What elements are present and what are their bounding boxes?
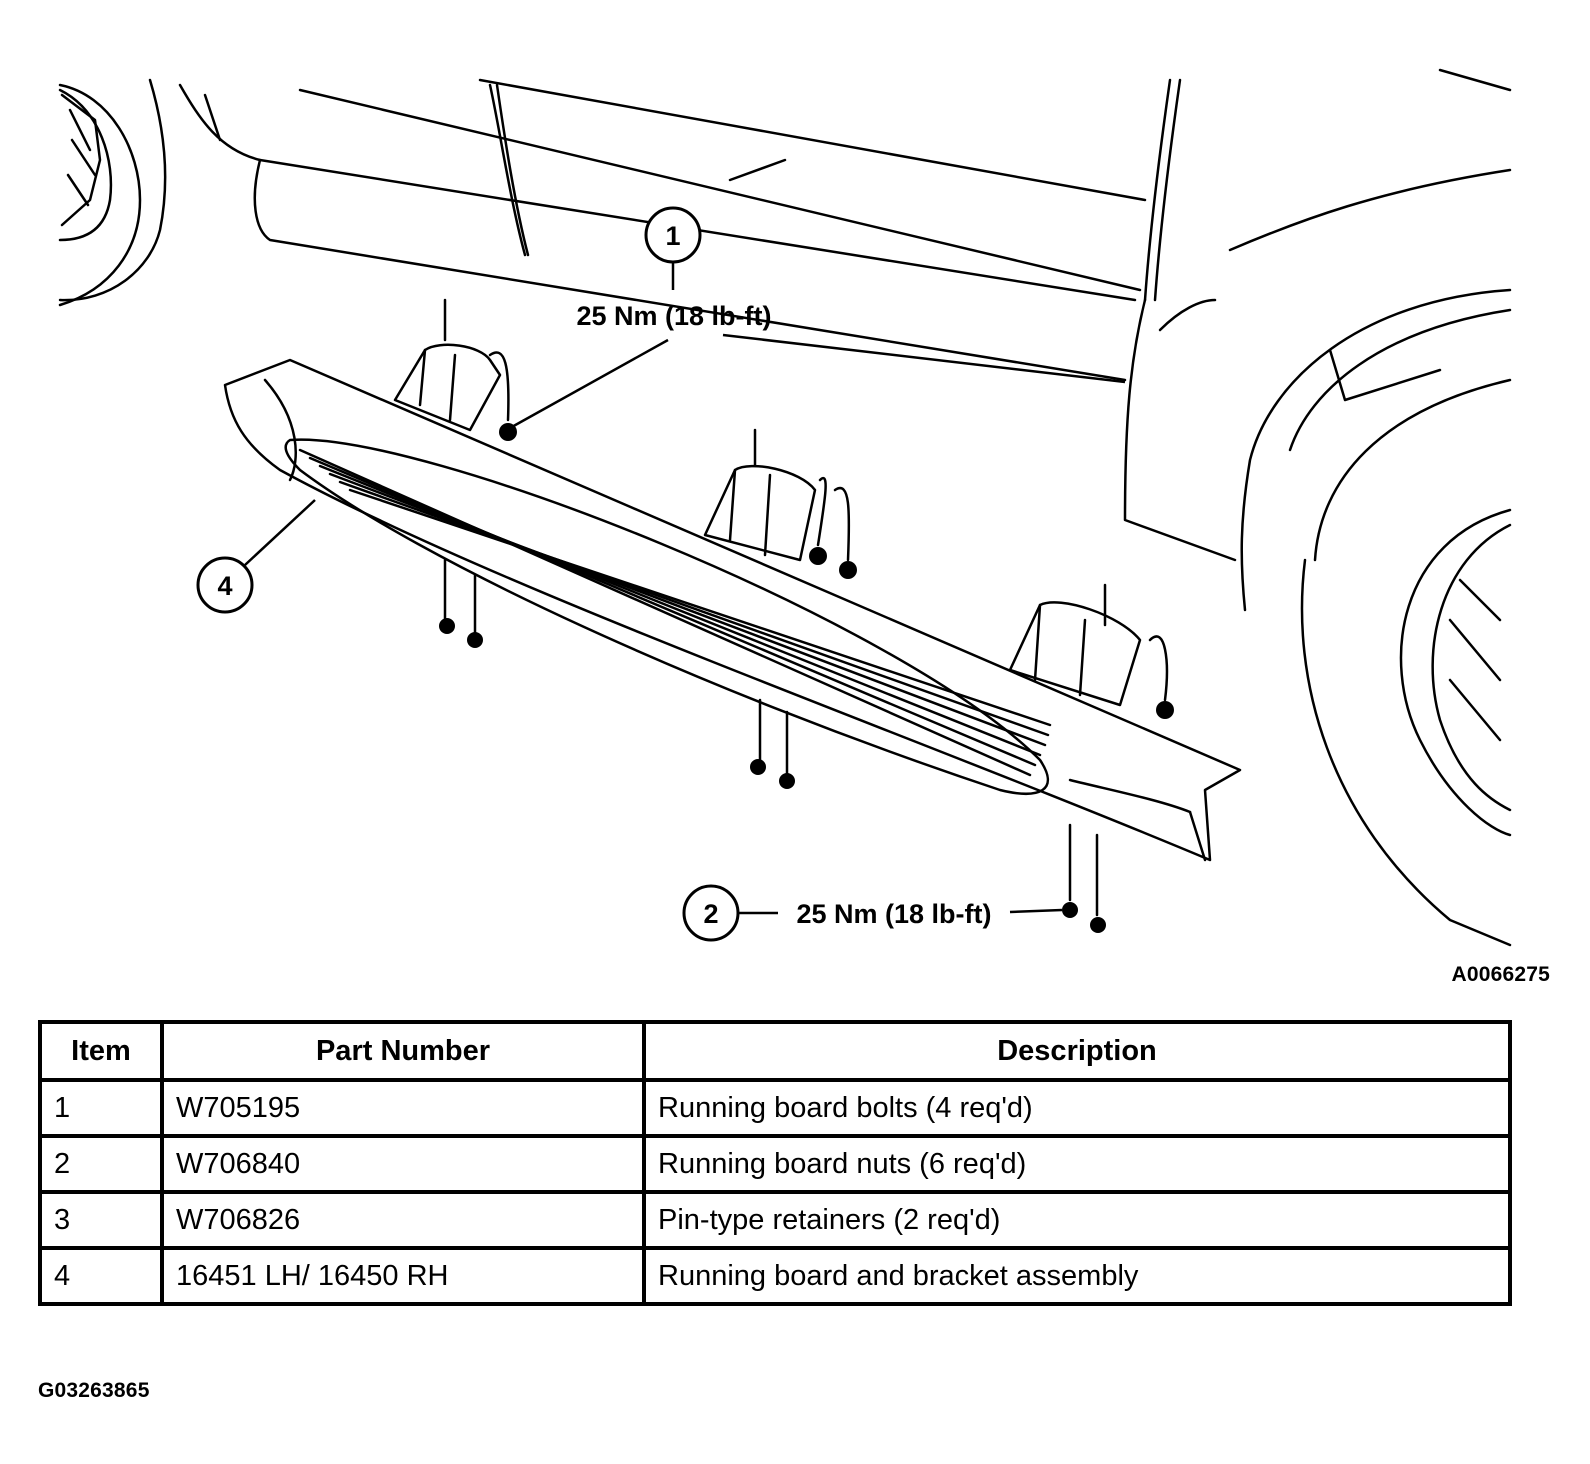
- header-description: Description: [642, 1020, 1512, 1082]
- cell-description: Running board and bracket assembly: [642, 1246, 1512, 1306]
- running-board-diagram: 1 25 Nm (18 lb-ft) 2 25 Nm (18 lb-ft) 4: [58, 68, 1512, 947]
- callout-2: 2 25 Nm (18 lb-ft): [682, 884, 1063, 942]
- header-item: Item: [38, 1020, 164, 1082]
- cell-part-number: W706826: [160, 1190, 646, 1250]
- rear-wheel: [1300, 508, 1512, 947]
- table-row: 2 W706840 Running board nuts (6 req'd): [38, 1134, 1512, 1194]
- running-board: [223, 358, 1242, 862]
- callout-4-number: 4: [217, 571, 232, 601]
- cell-item: 1: [38, 1078, 164, 1138]
- cell-item: 2: [38, 1134, 164, 1194]
- callout-1-torque: 25 Nm (18 lb-ft): [576, 301, 771, 331]
- cell-description: Running board bolts (4 req'd): [642, 1078, 1512, 1138]
- cell-item: 4: [38, 1246, 164, 1306]
- cell-item: 3: [38, 1190, 164, 1250]
- cell-part-number: W706840: [160, 1134, 646, 1194]
- fasteners: [439, 423, 1174, 933]
- callout-1: 1 25 Nm (18 lb-ft): [509, 206, 1126, 430]
- graphic-id: G03263865: [38, 1379, 150, 1402]
- fastener-leaders: [443, 351, 1169, 917]
- callout-2-torque: 25 Nm (18 lb-ft): [796, 899, 991, 929]
- table-row: 4 16451 LH/ 16450 RH Running board and b…: [38, 1246, 1512, 1306]
- callout-4: 4: [196, 499, 316, 614]
- callout-2-number: 2: [703, 899, 718, 929]
- mounting-brackets: [393, 298, 1142, 707]
- table-row: 3 W706826 Pin-type retainers (2 req'd): [38, 1190, 1512, 1250]
- cell-part-number: W705195: [160, 1078, 646, 1138]
- cell-description: Pin-type retainers (2 req'd): [642, 1190, 1512, 1250]
- table-header-row: Item Part Number Description: [38, 1020, 1512, 1082]
- callout-1-number: 1: [665, 221, 680, 251]
- table-row: 1 W705195 Running board bolts (4 req'd): [38, 1078, 1512, 1138]
- parts-table: Item Part Number Description 1 W705195 R…: [38, 1020, 1512, 1306]
- figure-id: A0066275: [1451, 963, 1550, 986]
- cell-description: Running board nuts (6 req'd): [642, 1134, 1512, 1194]
- header-part-number: Part Number: [160, 1020, 646, 1082]
- front-wheel: [58, 78, 167, 307]
- vehicle-body: [178, 68, 1512, 612]
- cell-part-number: 16451 LH/ 16450 RH: [160, 1246, 646, 1306]
